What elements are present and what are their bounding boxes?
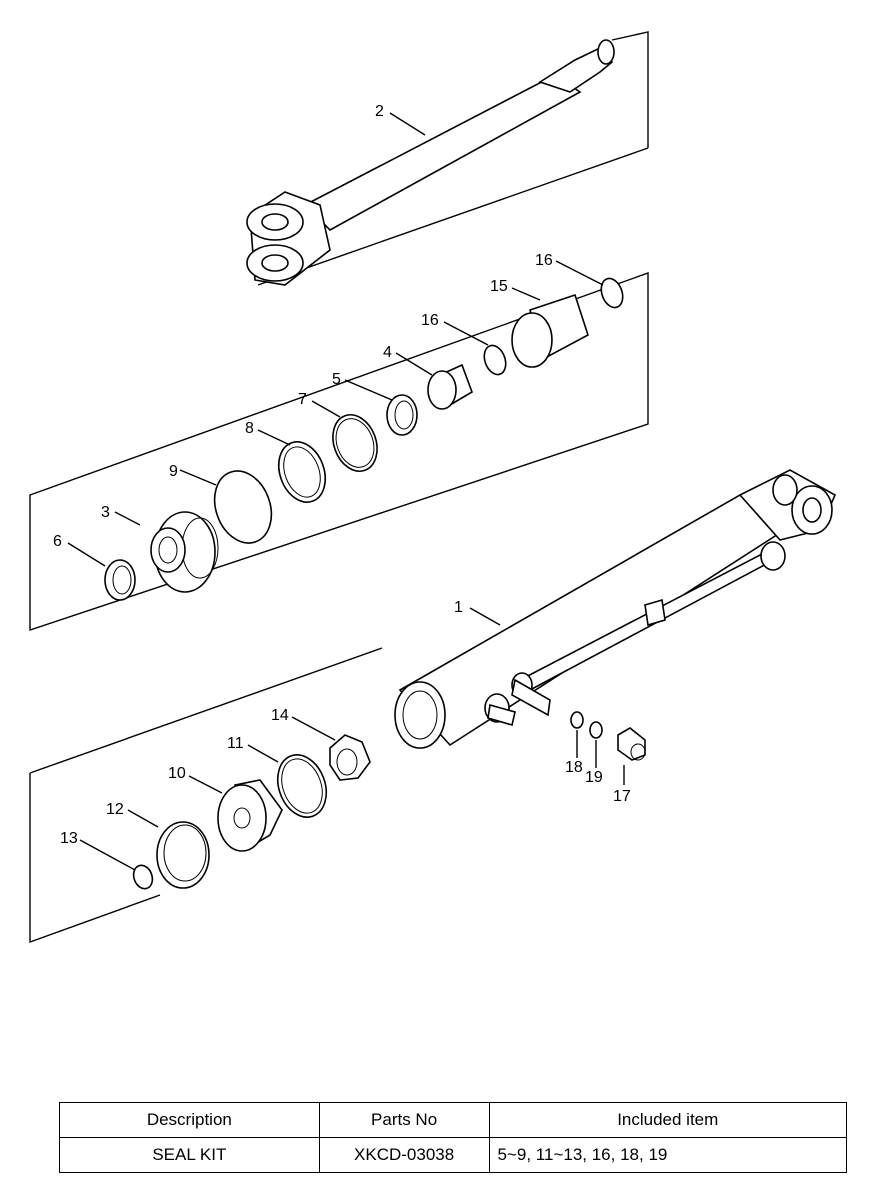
callout-5: 5 — [332, 371, 341, 388]
part-5-rod-seal — [386, 394, 418, 436]
col-header-included-item: Included item — [488, 1102, 848, 1138]
callout-10: 10 — [168, 765, 186, 782]
part-17-plug — [617, 727, 646, 761]
callout-16b: 16 — [421, 312, 439, 329]
rod-cover — [150, 511, 219, 593]
part-8-ring — [277, 441, 327, 503]
callout-17: 17 — [613, 788, 631, 805]
callout-9: 9 — [169, 463, 178, 480]
piston-rod — [246, 39, 615, 286]
part-15-bushing — [511, 293, 589, 368]
part-11-piston-seal — [276, 754, 328, 818]
rod-panel-outline — [257, 31, 649, 286]
part-10-piston — [217, 779, 283, 852]
cylinder-tube — [394, 469, 837, 749]
callout-14: 14 — [271, 707, 289, 724]
callout-1: 1 — [454, 599, 463, 616]
callout-8: 8 — [245, 420, 254, 437]
table-row: SEAL KIT XKCD-03038 5~9, 11~13, 16, 18, … — [59, 1137, 848, 1173]
part-19-o-ring — [589, 721, 603, 739]
callout-15: 15 — [490, 278, 508, 295]
leader-lines — [67, 112, 625, 871]
part-16-o-ring-a — [483, 344, 507, 376]
cell-parts-no: XKCD-03038 — [318, 1137, 490, 1173]
seal-kit-table: Description Parts No Included item SEAL … — [59, 1102, 848, 1173]
part-13-o-ring — [132, 864, 154, 890]
part-6-dust-wiper — [104, 559, 136, 601]
callout-11: 11 — [227, 735, 244, 752]
col-header-parts-no: Parts No — [318, 1102, 490, 1138]
callout-2: 2 — [375, 103, 384, 120]
callout-labels: 1 2 3 4 5 6 7 8 9 10 11 12 13 14 15 16 1… — [53, 103, 631, 847]
cell-description: SEAL KIT — [59, 1137, 320, 1173]
part-14-lock-nut — [329, 734, 371, 781]
col-header-description: Description — [59, 1102, 320, 1138]
callout-18: 18 — [565, 759, 583, 776]
part-12-wear-ring — [156, 821, 210, 889]
callout-3: 3 — [101, 504, 110, 521]
part-7-ring — [332, 414, 378, 472]
exploded-parts-diagram: 1 2 3 4 5 6 7 8 9 10 11 12 13 14 15 16 1… — [29, 31, 837, 943]
callout-4: 4 — [383, 344, 392, 361]
callout-7: 7 — [298, 391, 307, 408]
callout-12: 12 — [106, 801, 124, 818]
callout-19: 19 — [585, 769, 603, 786]
part-18-o-ring — [570, 711, 584, 729]
upper-panel-outline — [29, 272, 649, 631]
part-9-o-ring — [213, 470, 273, 544]
callout-6: 6 — [53, 533, 62, 550]
callout-13: 13 — [60, 830, 78, 847]
part-4-bushing — [427, 363, 473, 410]
callout-16a: 16 — [535, 252, 553, 269]
part-16-o-ring-b — [600, 277, 624, 309]
lower-panel-outline — [29, 647, 383, 943]
table-header-row: Description Parts No Included item — [59, 1102, 848, 1138]
cell-included-item: 5~9, 11~13, 16, 18, 19 — [488, 1137, 848, 1173]
